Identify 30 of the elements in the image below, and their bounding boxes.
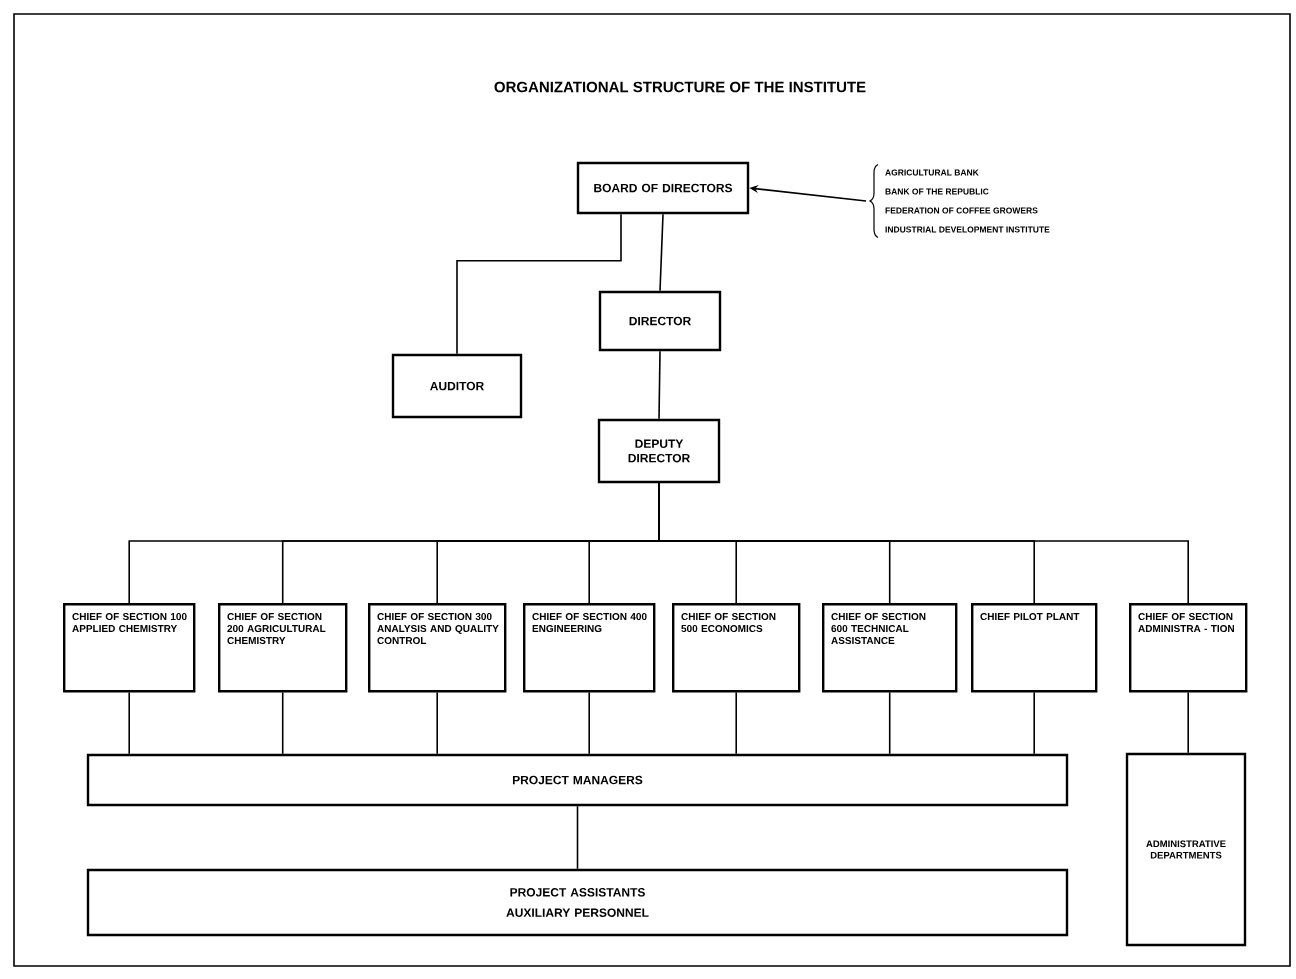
connector-line [128,691,130,755]
connector-line [456,213,622,355]
section-box: CHIEF OF SECTION 400 ENGINEERING [523,603,656,693]
connector-line [659,213,664,292]
group-band: PROJECT MANAGERS [86,753,1069,807]
section-box: CHIEF OF SECTION 300 ANALYSIS AND QUALITY CONTROL [368,603,507,693]
member-list: AGRICULTURAL BANK BANK OF THE REPUBLIC FEDERATION OF COFFEE GROWERS INDUSTRIAL DEVELOPMENT INSTITUTE [869,163,1050,239]
connector-line [1187,691,1189,754]
auditor-box: AUDITOR [391,353,523,419]
section-box: CHIEF PILOT PLANT [971,603,1098,693]
section-box: CHIEF OF SECTION 500 ECONOMICS [672,603,801,693]
connector-line [588,691,590,755]
section-box: CHIEF OF SECTION 200 AGRICULTURAL CHEMISTRY [218,603,348,693]
connector-line [1033,691,1035,755]
department-box: ADMINISTRATIVE DEPARTMENTS [1125,752,1247,947]
connector-line [888,691,891,755]
connector-line [658,482,1189,604]
director-box: DEPUTY DIRECTOR [597,418,721,484]
board-box: BOARD OF DIRECTORS [576,161,750,215]
connector-line [735,691,737,755]
title: ORGANIZATIONAL STRUCTURE OF THE INSTITUTE [494,81,866,93]
director-box: DIRECTOR [598,290,722,352]
section-box: CHIEF OF SECTION 600 TECHNICAL ASSISTANCE [822,603,958,693]
connector-line [658,350,661,420]
group-band: PROJECT ASSISTANTS AUXILIARY PERSONNEL [86,868,1069,937]
connector-line [436,691,438,755]
section-box: CHIEF OF SECTION 100 APPLIED CHEMISTRY [63,603,196,693]
connector-line [281,691,284,755]
section-box: CHIEF OF SECTION ADMINISTRA - TION [1129,603,1248,693]
connector-line [576,805,579,870]
